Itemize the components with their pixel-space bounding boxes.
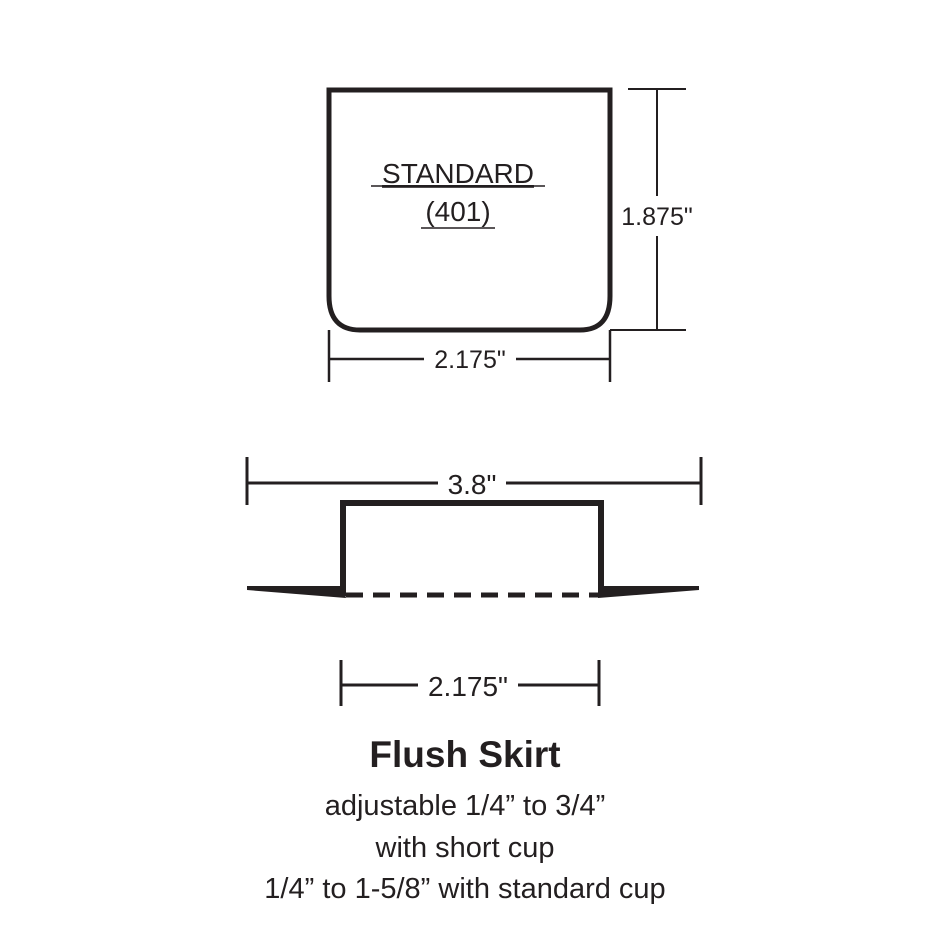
left-skirt-flange: [247, 586, 346, 598]
standard-label: STANDARD: [382, 158, 534, 189]
cup-profile: [340, 500, 604, 596]
overall-width-dimension-label: 3.8": [448, 469, 497, 500]
cup-width-dimension-label: 2.175": [428, 671, 508, 702]
side-view: [245, 457, 703, 706]
standard-cup-outline: [326, 87, 613, 333]
caption-title: Flush Skirt: [369, 734, 561, 775]
top-width-dimension-label: 2.175": [434, 346, 505, 374]
caption-line-standard-cup: 1/4” to 1-5/8” with standard cup: [264, 873, 666, 905]
caption-line-adjustable: adjustable 1/4” to 3/4”: [324, 790, 606, 822]
right-skirt-flange: [598, 586, 699, 598]
top-view: [326, 87, 686, 382]
model-number-label: (401): [425, 196, 490, 227]
caption-line-short-cup: with short cup: [375, 832, 555, 864]
height-dimension-label: 1.875": [621, 203, 692, 231]
